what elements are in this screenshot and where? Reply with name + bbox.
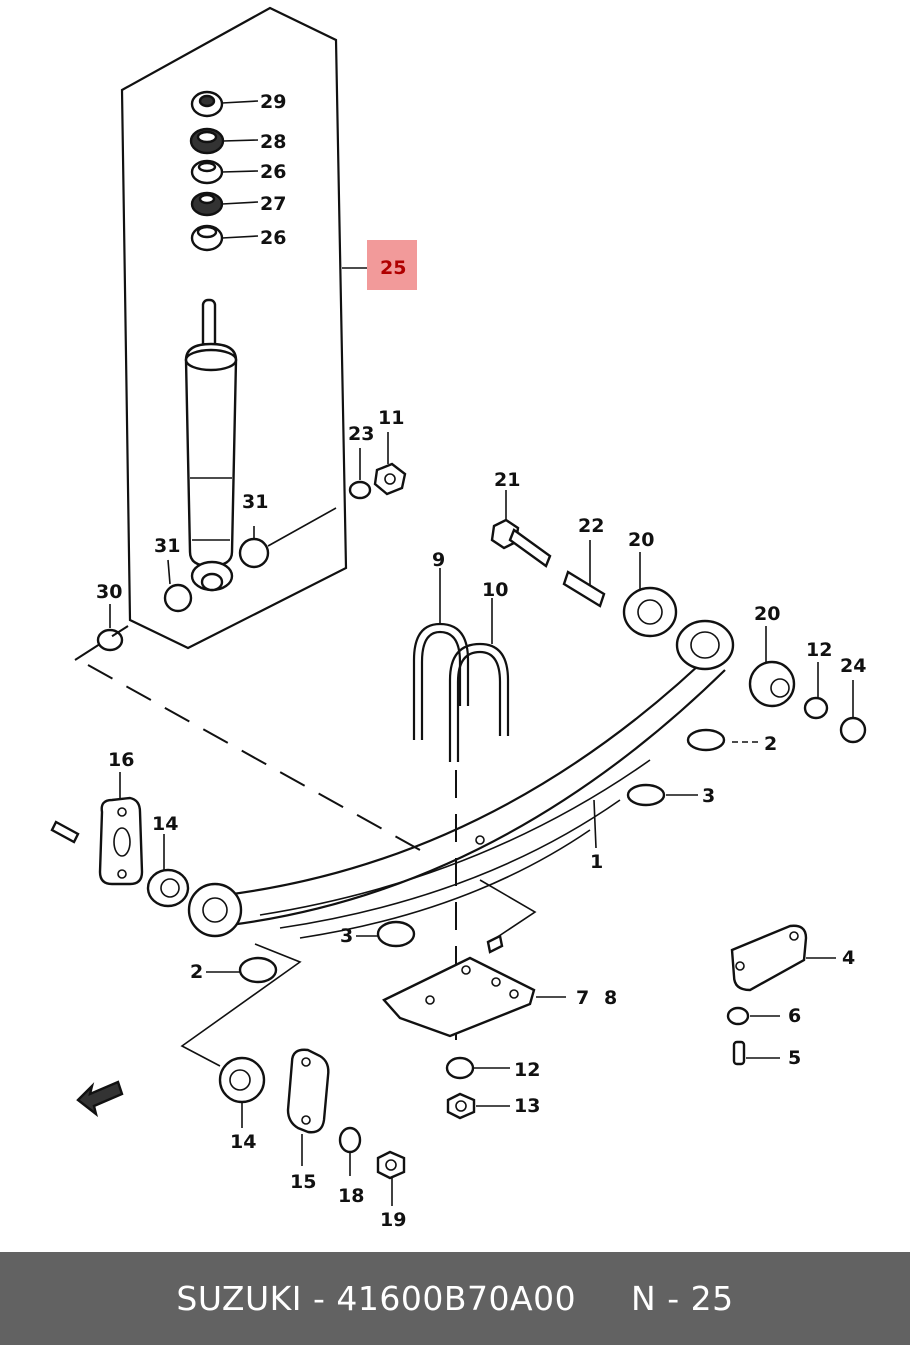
callout-9: 9 bbox=[432, 549, 445, 571]
shock-absorber[interactable] bbox=[184, 298, 238, 592]
exploded-parts-diagram: 29 28 26 27 26 25 23 11 31 31 30 21 22 2… bbox=[50, 6, 867, 1231]
alignment-line-center bbox=[87, 664, 421, 851]
callout-21: 21 bbox=[494, 469, 520, 491]
nut-12-shackle[interactable] bbox=[803, 662, 829, 720]
bushing-20-upper[interactable] bbox=[622, 552, 678, 638]
callout-29: 29 bbox=[260, 91, 286, 113]
spring-seat-plate[interactable] bbox=[382, 934, 566, 1038]
bolt-5[interactable] bbox=[732, 1040, 780, 1066]
callout-1: 1 bbox=[590, 851, 603, 873]
alignment-line-left bbox=[74, 625, 129, 661]
callout-4: 4 bbox=[842, 947, 855, 969]
washer-23[interactable] bbox=[348, 448, 372, 500]
callout-30: 30 bbox=[96, 581, 122, 603]
washer-26-upper[interactable] bbox=[190, 159, 259, 185]
u-bolt-9[interactable] bbox=[412, 568, 470, 740]
bolt-21[interactable] bbox=[490, 490, 552, 568]
washer-18[interactable] bbox=[338, 1126, 362, 1176]
callout-31-right: 31 bbox=[242, 491, 268, 513]
plate-outline bbox=[479, 879, 537, 943]
footer-text: SUZUKI - 41600B70A00 N - 25 bbox=[176, 1279, 734, 1318]
nut-6[interactable] bbox=[726, 1006, 780, 1026]
callout-10: 10 bbox=[482, 579, 508, 601]
callout-25: 25 bbox=[380, 257, 406, 279]
callout-28: 28 bbox=[260, 131, 286, 153]
washer-30[interactable] bbox=[96, 604, 124, 652]
nut-19[interactable] bbox=[376, 1150, 406, 1206]
callout-24: 24 bbox=[840, 655, 866, 677]
callout-12-shackle: 12 bbox=[806, 639, 832, 661]
callout-13: 13 bbox=[514, 1095, 540, 1117]
callout-18: 18 bbox=[338, 1185, 364, 1207]
u-bolt-10[interactable] bbox=[448, 598, 510, 762]
callout-14-upper: 14 bbox=[152, 813, 178, 835]
callout-7: 7 bbox=[576, 987, 589, 1009]
nut-12-plate[interactable] bbox=[445, 1056, 510, 1080]
callout-20-lower: 20 bbox=[754, 603, 780, 625]
bushing-27[interactable] bbox=[190, 191, 259, 217]
hanger-bracket-16[interactable] bbox=[98, 772, 144, 886]
bumper-stop-4[interactable] bbox=[730, 924, 836, 992]
washer-24[interactable] bbox=[839, 680, 867, 744]
callout-31-left: 31 bbox=[154, 535, 180, 557]
bolt-left[interactable] bbox=[50, 820, 80, 844]
highlight-25-box bbox=[367, 240, 417, 290]
callout-14-lower: 14 bbox=[230, 1131, 256, 1153]
nut-13[interactable] bbox=[446, 1092, 510, 1120]
callout-26-upper: 26 bbox=[260, 161, 286, 183]
bushing-20-lower[interactable] bbox=[748, 626, 796, 708]
callout-16: 16 bbox=[108, 749, 134, 771]
front-direction-arrow-icon bbox=[76, 1080, 124, 1118]
bushing-31-right[interactable] bbox=[238, 507, 337, 569]
shock-assembly-outline bbox=[120, 6, 348, 650]
pad-3-right[interactable] bbox=[626, 783, 698, 807]
callout-3-right: 3 bbox=[702, 785, 715, 807]
lower-link-outline bbox=[180, 943, 302, 1067]
bushing-14-upper[interactable] bbox=[146, 834, 190, 908]
bushing-14-lower[interactable] bbox=[218, 1056, 266, 1128]
shackle-plate-15[interactable] bbox=[286, 1048, 330, 1166]
bushing-28[interactable] bbox=[189, 127, 259, 155]
nut-11[interactable] bbox=[373, 432, 407, 496]
pad-2-left[interactable] bbox=[206, 956, 278, 984]
callout-8: 8 bbox=[604, 987, 617, 1009]
callout-26-lower: 26 bbox=[260, 227, 286, 249]
callout-20-upper: 20 bbox=[628, 529, 654, 551]
washer-26-lower[interactable] bbox=[190, 224, 259, 252]
pad-2-right[interactable] bbox=[686, 728, 760, 752]
collar-22[interactable] bbox=[562, 540, 606, 608]
leaf-spring-1[interactable] bbox=[187, 619, 735, 939]
part-number-footer: SUZUKI - 41600B70A00 N - 25 bbox=[0, 1252, 910, 1345]
callout-5: 5 bbox=[788, 1047, 801, 1069]
callout-3-left: 3 bbox=[340, 925, 353, 947]
pad-3-left[interactable] bbox=[356, 920, 416, 948]
callout-27: 27 bbox=[260, 193, 286, 215]
bushing-29[interactable] bbox=[190, 90, 259, 118]
callout-2-right: 2 bbox=[764, 733, 777, 755]
callout-12-plate: 12 bbox=[514, 1059, 540, 1081]
callout-19: 19 bbox=[380, 1209, 406, 1231]
bushing-31-left[interactable] bbox=[163, 559, 193, 613]
callout-6: 6 bbox=[788, 1005, 801, 1027]
callout-15: 15 bbox=[290, 1171, 316, 1193]
callout-22: 22 bbox=[578, 515, 604, 537]
callout-23: 23 bbox=[348, 423, 374, 445]
callout-2-left: 2 bbox=[190, 961, 203, 983]
callout-11: 11 bbox=[378, 407, 404, 429]
